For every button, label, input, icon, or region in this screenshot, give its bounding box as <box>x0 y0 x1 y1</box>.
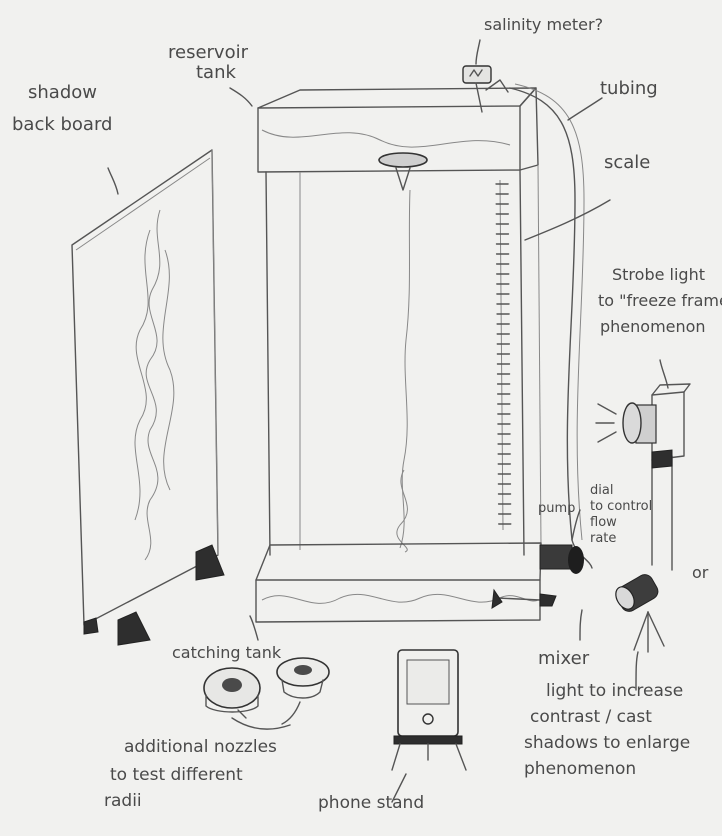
label-dial-4: rate <box>590 531 616 546</box>
label-or: or <box>692 563 709 582</box>
label-dial-1: dial <box>590 483 613 498</box>
scale-ruler <box>496 180 511 530</box>
label-shadow-2: back board <box>12 114 112 135</box>
label-shadow-1: shadow <box>28 82 97 103</box>
flow-dial <box>568 546 584 574</box>
board-foot-left <box>118 612 150 645</box>
label-nozzles-1: additional nozzles <box>124 737 277 757</box>
label-tubing: tubing <box>600 78 658 99</box>
phone-stand <box>392 650 466 770</box>
catching-tank <box>256 543 541 622</box>
label-nozzles-3: radii <box>104 791 142 811</box>
label-phone-stand: phone stand <box>318 793 424 813</box>
extra-nozzle-small <box>277 658 329 698</box>
label-reservoir-2: tank <box>196 62 236 83</box>
label-dial-3: flow <box>590 515 617 530</box>
reservoir-nozzle <box>379 153 427 167</box>
extra-nozzle-large <box>204 668 260 718</box>
pump <box>540 545 572 569</box>
label-strobe-3: phenomenon <box>600 317 706 336</box>
label-dial-2: to control <box>590 499 652 514</box>
label-light-4: phenomenon <box>524 759 636 779</box>
label-salinity-meter: salinity meter? <box>484 15 603 34</box>
label-light-2: contrast / cast <box>530 707 652 727</box>
label-reservoir-1: reservoir <box>168 42 249 63</box>
label-strobe-2: to "freeze frame" <box>598 291 722 310</box>
tripod-light <box>612 572 664 652</box>
label-pump: pump <box>538 501 575 516</box>
board-foot-right <box>196 545 224 580</box>
label-scale: scale <box>604 152 650 173</box>
label-nozzles-2: to test different <box>110 765 243 785</box>
water-column <box>256 88 541 622</box>
mixer <box>492 590 556 608</box>
label-strobe-1: Strobe light <box>612 265 705 284</box>
label-catching-tank: catching tank <box>172 643 282 662</box>
label-light-1: light to increase <box>546 681 683 701</box>
label-light-3: shadows to enlarge <box>524 733 690 753</box>
plume-shadow <box>145 210 160 560</box>
shadow-back-board <box>72 150 224 645</box>
plume <box>400 190 410 548</box>
label-mixer: mixer <box>538 648 590 669</box>
